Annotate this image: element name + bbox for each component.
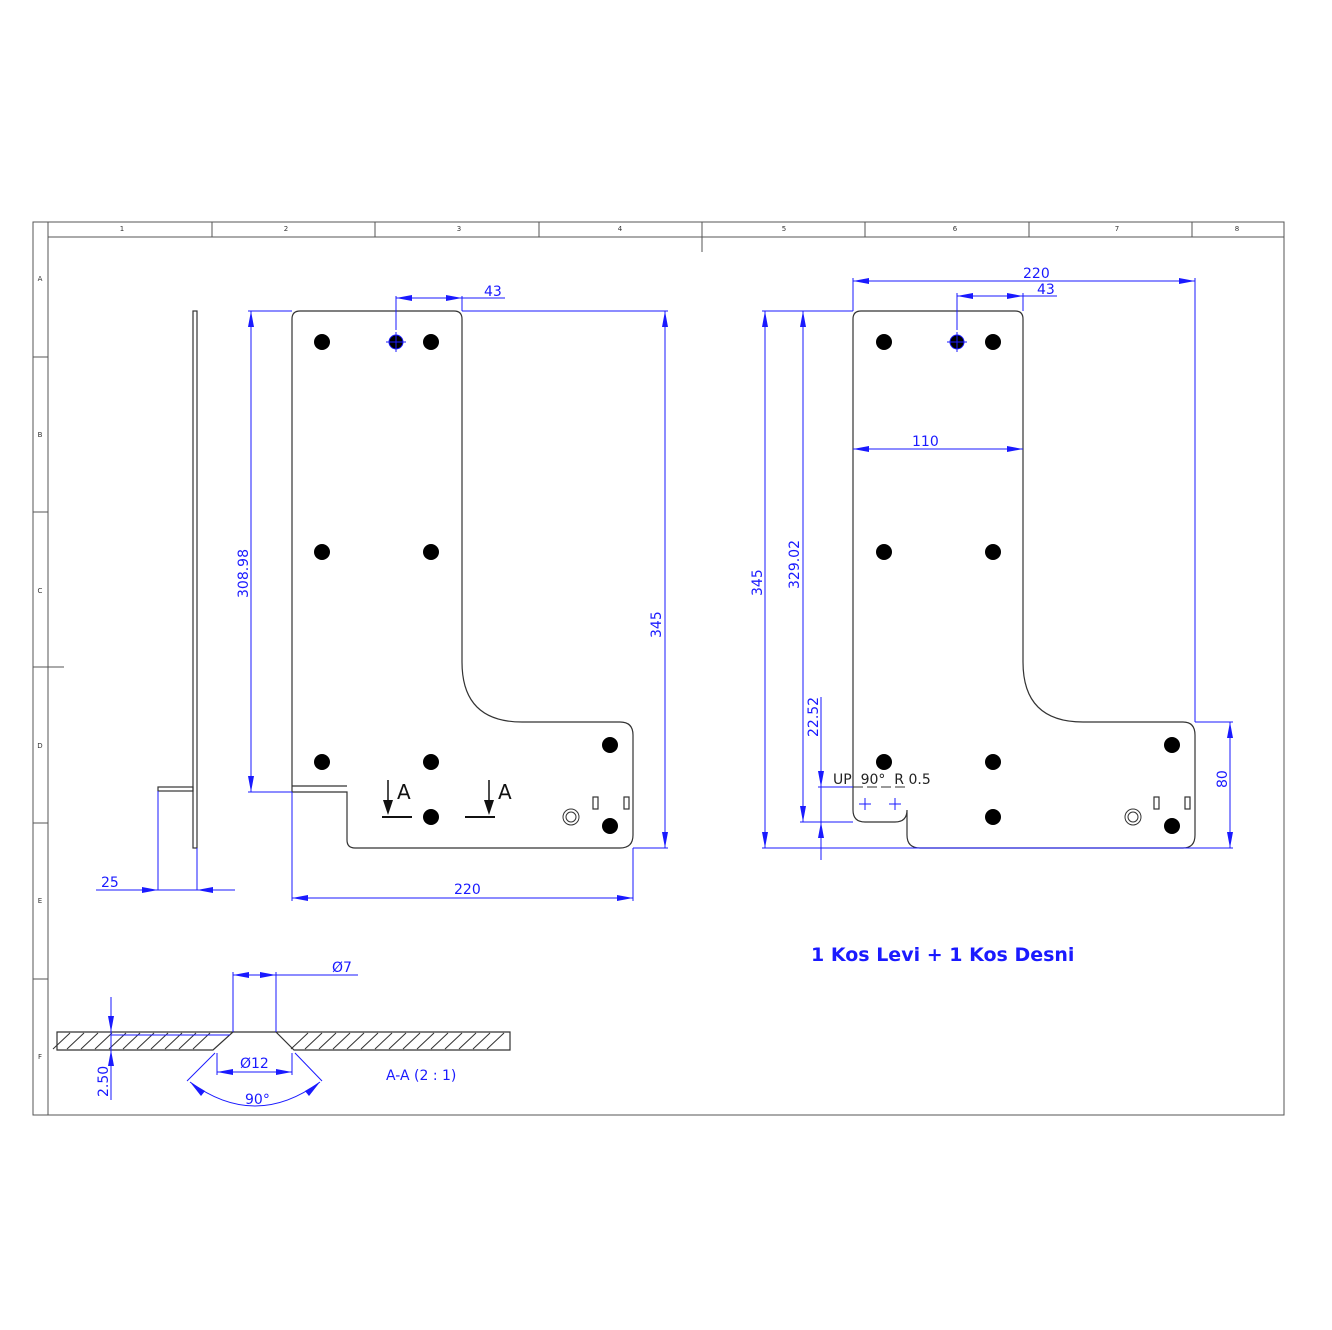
dim-countersink-diameter: Ø12 <box>240 1056 269 1072</box>
hatch-line <box>444 1032 463 1050</box>
dim-right-80: 80 <box>1215 770 1231 788</box>
zone-col-2: 2 <box>284 225 288 233</box>
dim-left-308: 308.98 <box>236 549 252 598</box>
zone-col-4: 4 <box>618 225 623 233</box>
dim-right-329: 329.02 <box>787 540 803 589</box>
dim-left-345: 345 <box>649 611 665 638</box>
hatch-line <box>430 1032 449 1050</box>
hatch-line <box>318 1032 337 1050</box>
dim-right-22: 22.52 <box>806 697 822 737</box>
drawing-frame <box>32 221 1285 1116</box>
hatch-line <box>122 1032 141 1050</box>
quantity-note: 1 Kos Levi + 1 Kos Desni <box>811 944 1074 966</box>
zone-row-b: B <box>38 431 43 439</box>
section-marker-right: A <box>498 780 512 804</box>
zone-row-c: C <box>38 587 43 595</box>
hatch-line <box>150 1032 169 1050</box>
dim-left-43: 43 <box>484 284 502 300</box>
hatch-line <box>458 1032 477 1050</box>
hatch-line <box>374 1032 393 1050</box>
zone-col-8: 8 <box>1235 225 1239 233</box>
hatch-line <box>304 1032 323 1050</box>
bend-note: UP 90° R 0.5 <box>833 772 931 788</box>
section-view-a-a: 2.50 Ø7 Ø12 90° A-A (2 : 1) <box>52 960 511 1108</box>
zone-col-6: 6 <box>953 225 958 233</box>
hatch-line <box>416 1032 435 1050</box>
hatch-line <box>94 1032 113 1050</box>
hatch-line <box>472 1032 491 1050</box>
zone-row-f: F <box>38 1053 42 1061</box>
hatch-line <box>360 1032 379 1050</box>
dim-countersink-angle: 90° <box>245 1092 270 1108</box>
dim-right-110: 110 <box>912 434 939 450</box>
dim-right-220: 220 <box>1023 266 1050 282</box>
dim-right-345: 345 <box>750 569 766 596</box>
dim-flange: 25 <box>101 875 119 891</box>
zone-row-e: E <box>38 897 42 905</box>
hatch-line <box>80 1032 99 1050</box>
dim-left-220: 220 <box>454 882 481 898</box>
section-label: A-A (2 : 1) <box>386 1068 456 1084</box>
left-part-view: A A 43 308.98 345 220 <box>236 284 668 901</box>
dim-hole-diameter: Ø7 <box>332 960 352 976</box>
hatch-line <box>402 1032 421 1050</box>
hatch-line <box>332 1032 351 1050</box>
side-view: 25 <box>96 310 235 893</box>
hatch-line <box>66 1032 85 1050</box>
hatch-line <box>164 1032 183 1050</box>
hatch-line <box>388 1032 407 1050</box>
dim-thickness: 2.50 <box>96 1066 112 1097</box>
hatch-line <box>178 1032 197 1050</box>
hatch-line <box>108 1032 127 1050</box>
section-marker-left: A <box>397 780 411 804</box>
zone-col-1: 1 <box>120 225 124 233</box>
hatch-line <box>52 1032 71 1050</box>
right-part-view: UP 90° R 0.5 220 43 110 345 329.02 22.52… <box>750 266 1233 860</box>
hatch-line <box>136 1032 155 1050</box>
zone-col-3: 3 <box>457 225 461 233</box>
zone-col-5: 5 <box>782 225 786 233</box>
zone-col-7: 7 <box>1115 225 1119 233</box>
hatch-line <box>192 1032 211 1050</box>
hatch-line <box>290 1032 309 1050</box>
hatch-line <box>486 1032 505 1050</box>
hatch-line <box>346 1032 365 1050</box>
dim-right-43: 43 <box>1037 282 1055 298</box>
zone-row-a: A <box>38 275 43 283</box>
zone-labels: 1 2 3 4 5 6 7 8 A B C D E F <box>37 225 1239 1061</box>
zone-row-d: D <box>37 742 42 750</box>
